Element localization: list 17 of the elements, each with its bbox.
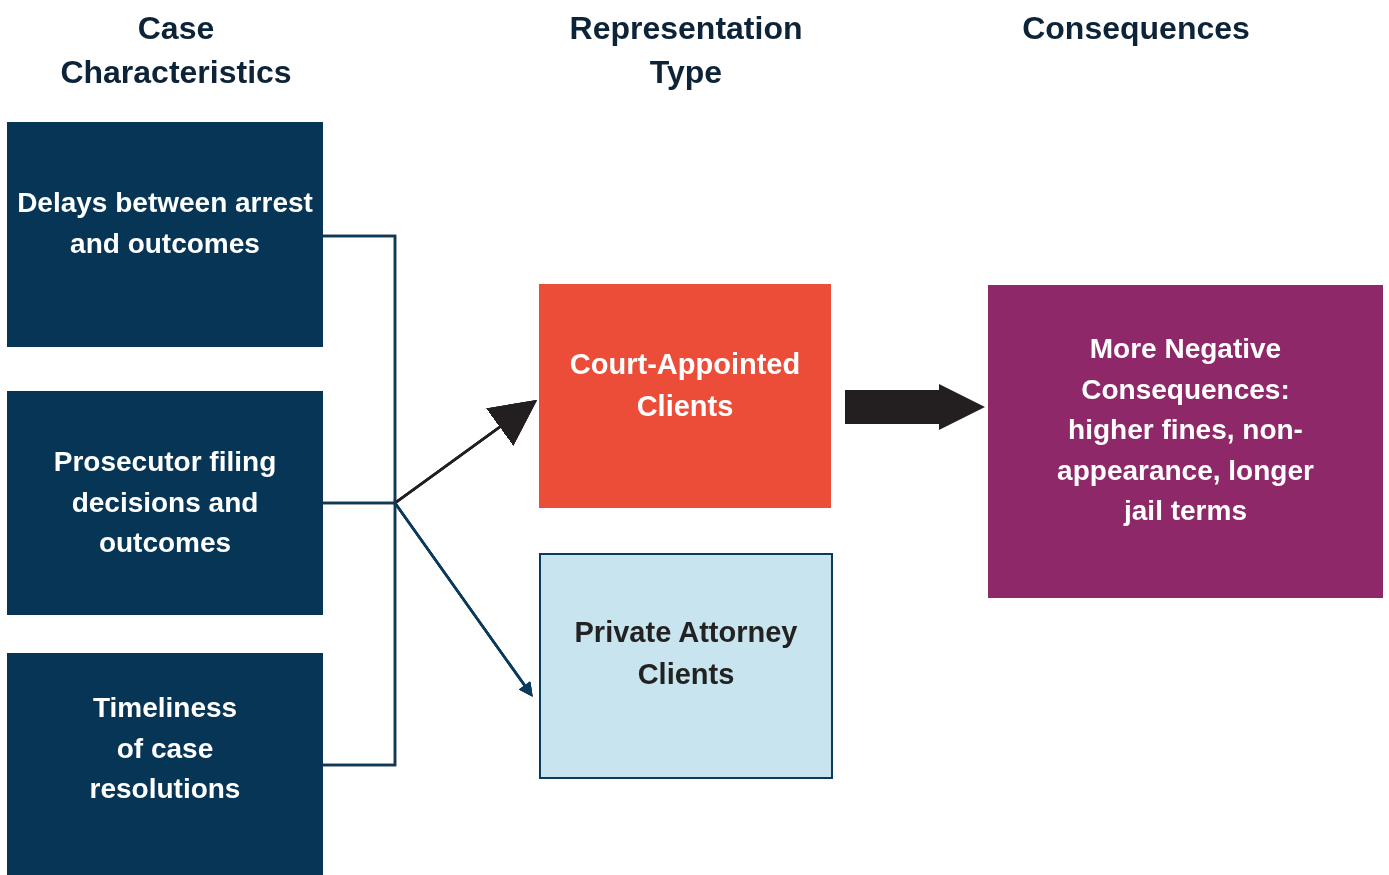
box-label: Private Attorney Clients: [573, 614, 799, 692]
process-box: [988, 285, 1383, 598]
process-box: [7, 653, 323, 875]
box-label: Court-Appointed Clients: [568, 346, 802, 424]
arrow: [845, 384, 985, 430]
box-label: Timeliness of case resolutions: [88, 691, 242, 807]
box-label: Delays between arrest and outcomes: [16, 185, 314, 261]
arrow: [323, 499, 533, 767]
process-box: [7, 391, 323, 615]
process-box: [539, 284, 831, 508]
column-heading: Consequences: [1021, 9, 1251, 48]
box-label: More Negative Consequences: higher fines, non-appearance, longer jail terms: [1056, 332, 1315, 529]
column-heading: Representation Type: [568, 9, 804, 92]
box-label: Prosecutor filing decisions and outcomes: [52, 445, 278, 561]
column-heading: Case Characteristics: [59, 9, 293, 92]
process-box: [539, 553, 833, 779]
process-box: [7, 122, 323, 347]
